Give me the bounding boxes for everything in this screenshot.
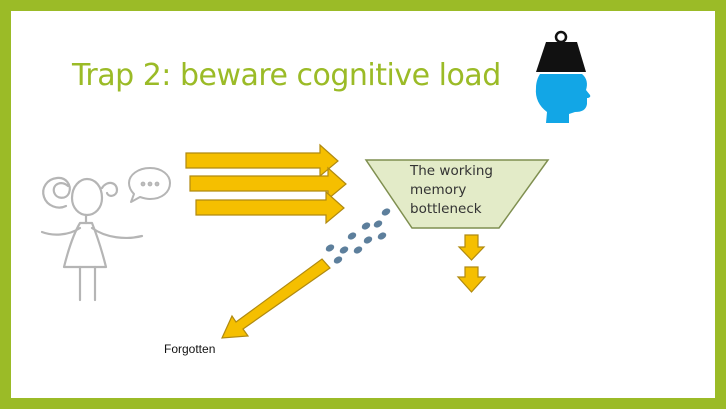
speech-bubble-icon: [128, 167, 171, 203]
dot: [363, 236, 373, 244]
dot: [373, 220, 383, 228]
output-arrow-2: [456, 266, 487, 293]
funnel-label: The working memory bottleneck: [410, 163, 493, 217]
dot: [361, 222, 371, 230]
overflow-dots: [325, 208, 391, 264]
dot: [339, 246, 349, 254]
input-arrow-1: [185, 143, 339, 178]
output-arrows: [456, 234, 487, 293]
input-arrow-3: [195, 190, 345, 225]
dot: [381, 208, 391, 216]
weight-body: [536, 42, 586, 72]
input-arrow-2: [189, 166, 347, 201]
input-arrows: [185, 143, 347, 225]
forgotten-arrow: [221, 258, 331, 339]
dot: [377, 232, 387, 240]
head-with-weight-icon: [535, 30, 591, 123]
dot: [325, 244, 335, 252]
dot: [347, 232, 357, 240]
slide-title: Trap 2: beware cognitive load: [72, 58, 501, 93]
forgotten-label: Forgotten: [164, 342, 216, 356]
head-profile: [535, 74, 591, 123]
dot: [333, 256, 343, 264]
dot: [353, 246, 363, 254]
weight-ring: [554, 30, 568, 44]
output-arrow-1: [457, 234, 486, 261]
funnel-icon: [364, 159, 550, 229]
person-speaking-icon: [40, 176, 144, 302]
